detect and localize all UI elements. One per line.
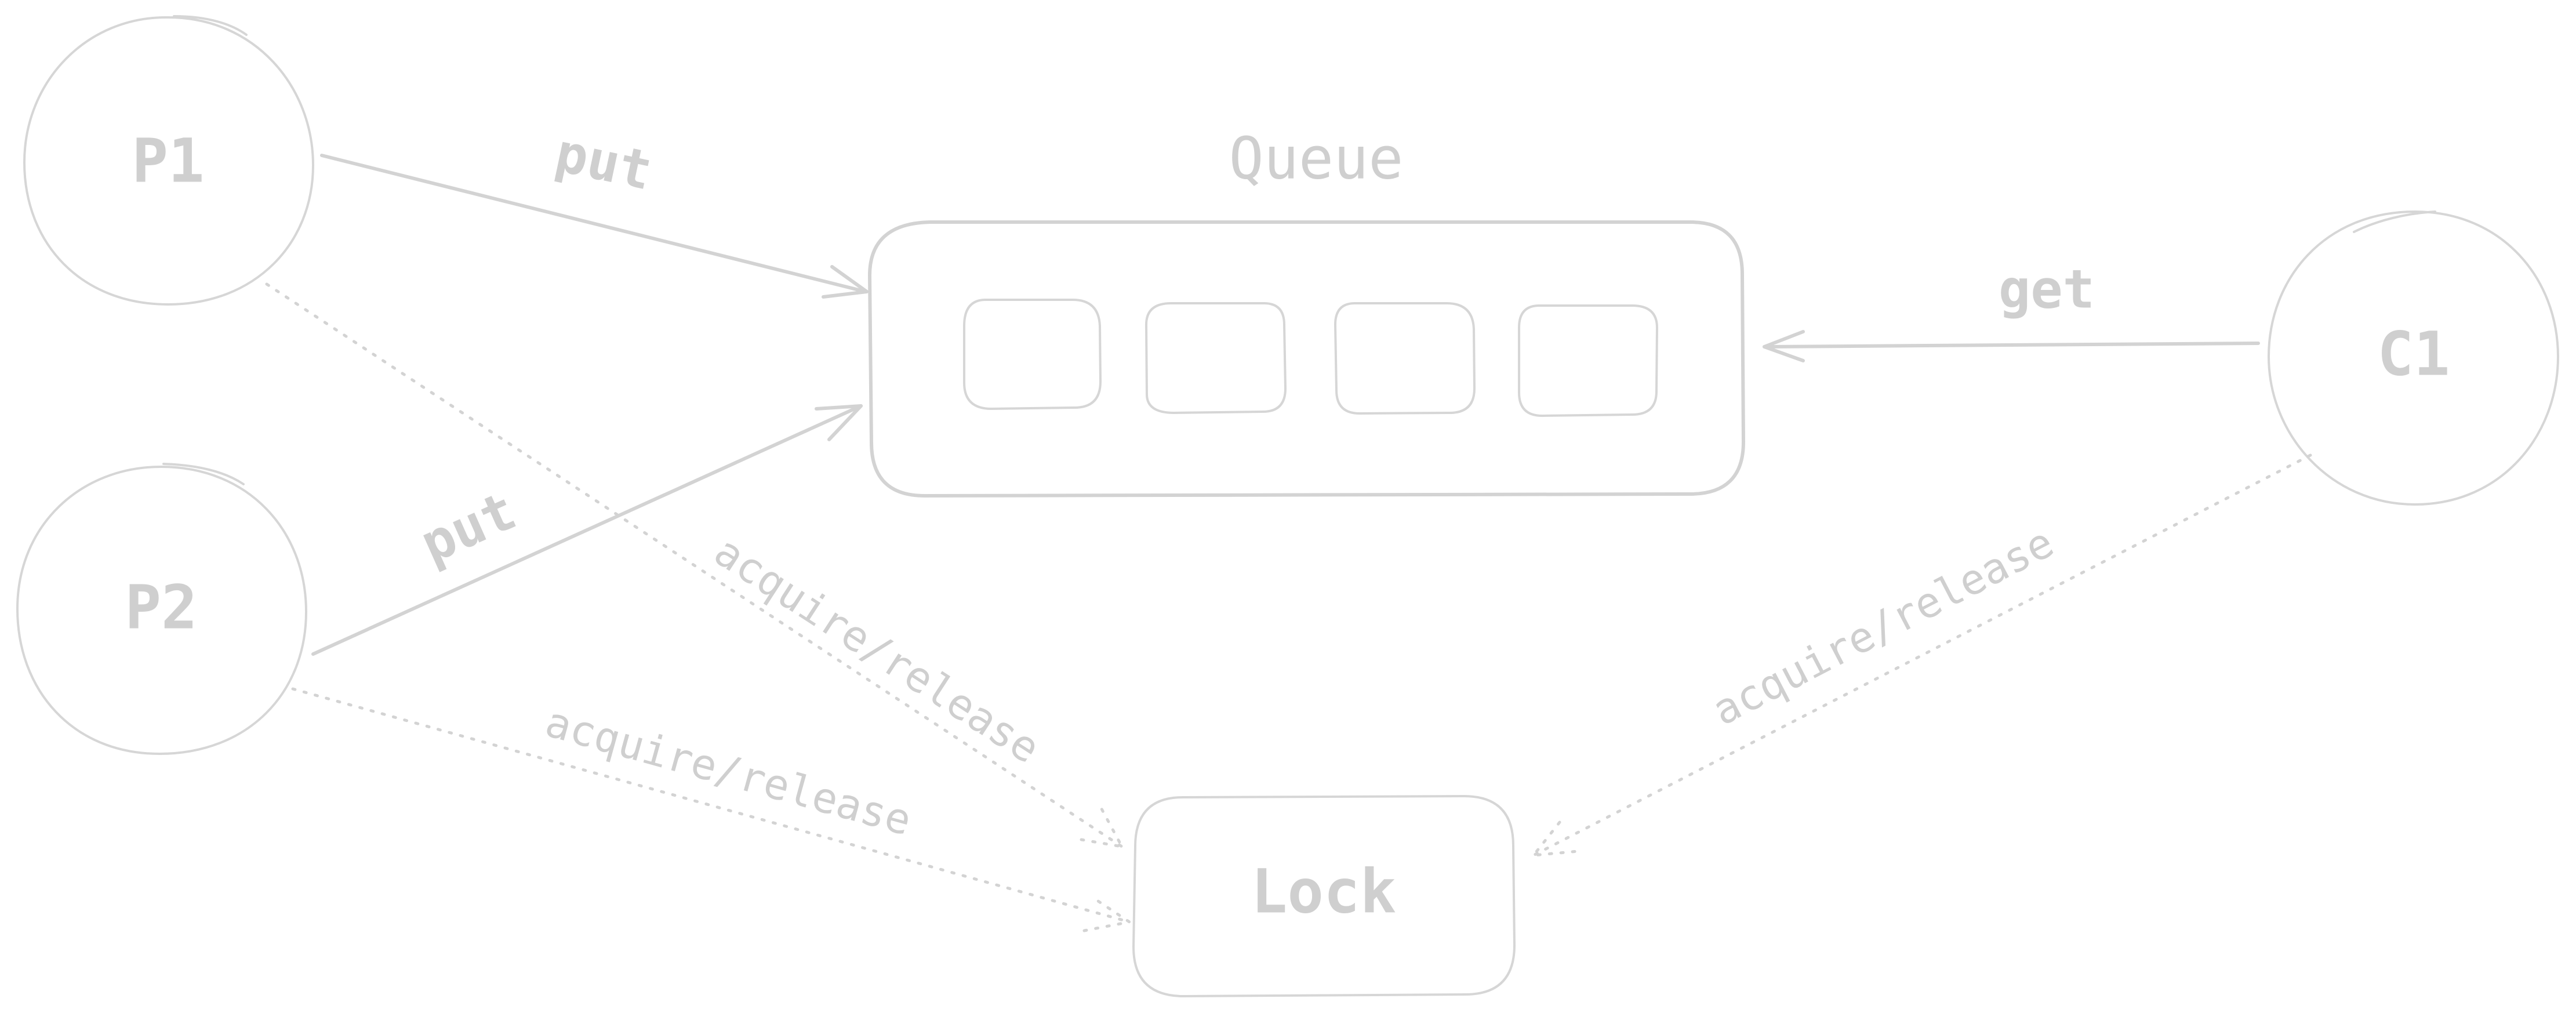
p2-circle bbox=[16, 463, 307, 755]
edge-p1-lock-label: acquire/release bbox=[706, 527, 1048, 773]
consumer-c1: C1 bbox=[2268, 210, 2559, 506]
queue-slot-1 bbox=[963, 299, 1102, 410]
queue-title: Queue bbox=[1229, 124, 1403, 192]
edge-c1-lock-line bbox=[1532, 453, 2312, 857]
edge-p1-queue-arrowhead bbox=[822, 265, 869, 299]
lock: Lock bbox=[1132, 795, 1516, 997]
edge-p2-lock-label: acquire/release bbox=[540, 697, 917, 845]
queue: Queue bbox=[868, 124, 1745, 498]
edge-p2-queue-label: put bbox=[412, 480, 525, 575]
edge-c1-queue: get bbox=[1763, 258, 2260, 362]
p1-label: P1 bbox=[132, 125, 204, 196]
edge-p1-queue-line bbox=[320, 154, 867, 293]
p1-circle bbox=[23, 15, 314, 306]
edge-c1-queue-arrowhead bbox=[1763, 330, 1805, 362]
lock-label: Lock bbox=[1251, 856, 1396, 927]
queue-slot-3 bbox=[1334, 302, 1476, 415]
p2-label: P2 bbox=[125, 572, 197, 642]
queue-slot-4 bbox=[1518, 304, 1658, 417]
queue-slot-2 bbox=[1145, 302, 1287, 414]
edge-c1-queue-line bbox=[1763, 342, 2260, 348]
edge-p1-lock-arrowhead bbox=[1080, 807, 1125, 849]
c1-circle bbox=[2268, 210, 2559, 506]
edge-p1-queue-label: put bbox=[550, 121, 657, 202]
producer-p1: P1 bbox=[23, 15, 314, 306]
edge-p2-queue-line bbox=[311, 404, 863, 656]
edge-p1-lock-line bbox=[265, 282, 1124, 848]
edge-p2-queue-arrowhead bbox=[815, 404, 863, 441]
edge-p2-queue: put bbox=[311, 404, 863, 656]
edge-p1-queue: put bbox=[320, 121, 869, 299]
lock-box bbox=[1132, 795, 1516, 997]
queue-box bbox=[868, 220, 1745, 498]
edge-p2-lock-arrowhead bbox=[1082, 896, 1133, 932]
edge-c1-lock-label: acquire/release bbox=[1705, 518, 2062, 735]
edge-c1-lock: acquire/release bbox=[1530, 453, 2312, 858]
edge-c1-lock-arrowhead bbox=[1530, 820, 1580, 858]
producer-p2: P2 bbox=[16, 463, 307, 755]
edge-c1-queue-label: get bbox=[1999, 258, 2095, 320]
c1-label: C1 bbox=[2377, 318, 2450, 389]
